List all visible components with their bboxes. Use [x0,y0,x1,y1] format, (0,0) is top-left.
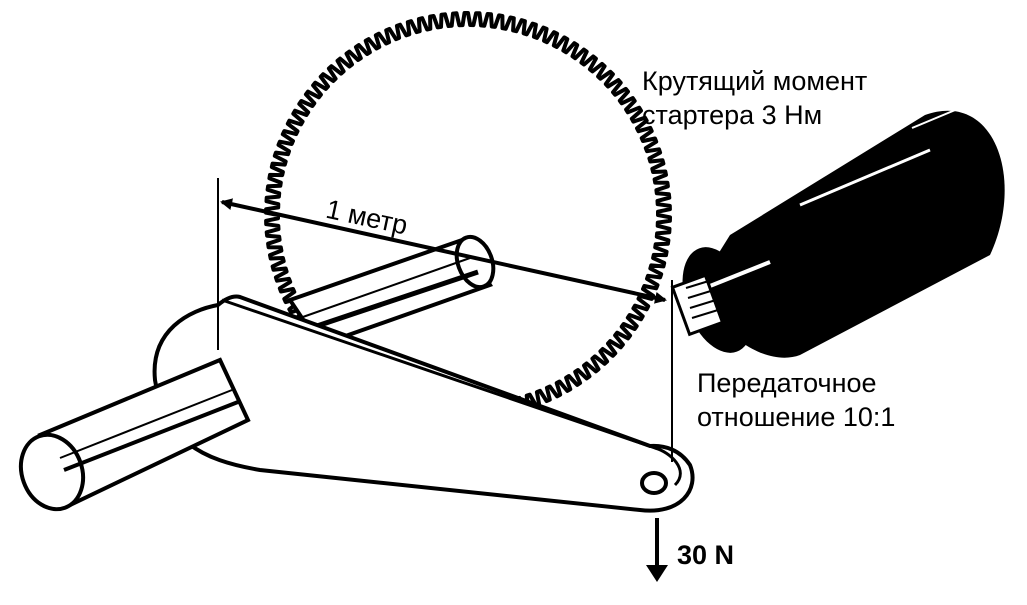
pinion-gear [670,273,725,337]
gear-ratio-label: Передаточное отношение 10:1 [697,366,895,434]
force-arrow-icon [646,518,668,582]
dimension-arrow-icon [220,198,667,304]
starter-motor [670,107,1005,358]
dimension-1m [217,178,673,462]
force-label: 30 N [677,540,735,570]
front-shaft [18,357,251,512]
starter-torque-label: Крутящий момент стартера 3 Нм [642,64,867,132]
torque-line-1: Крутящий момент [642,66,868,96]
torque-line-2: стартера 3 Нм [642,100,823,130]
ratio-line-2: отношение 10:1 [697,402,896,432]
ratio-line-1: Передаточное [697,368,877,398]
lever-arm [152,294,695,513]
